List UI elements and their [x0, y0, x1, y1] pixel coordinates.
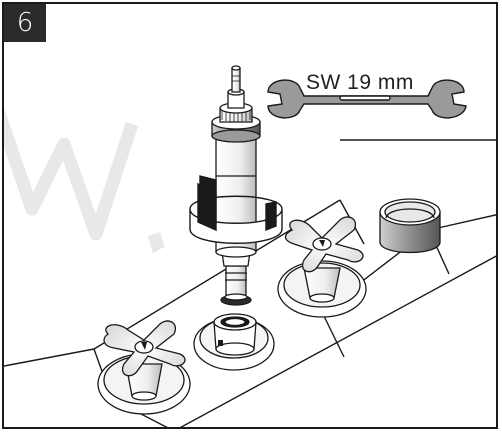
left-cross-handle: [97, 320, 191, 415]
step-number-badge: 6: [4, 4, 46, 42]
rotation-arrow-icon: [189, 175, 283, 244]
assembly-illustration: [4, 65, 496, 427]
spanner-icon: [267, 79, 467, 119]
cover-cap: [379, 198, 441, 254]
cartridge-lower-stem: [220, 265, 252, 306]
instruction-frame: 6: [2, 2, 498, 429]
valve-seat-base: [193, 313, 275, 371]
wrench-size-label: SW 19 mm: [306, 71, 414, 94]
right-cross-handle: [277, 216, 367, 318]
